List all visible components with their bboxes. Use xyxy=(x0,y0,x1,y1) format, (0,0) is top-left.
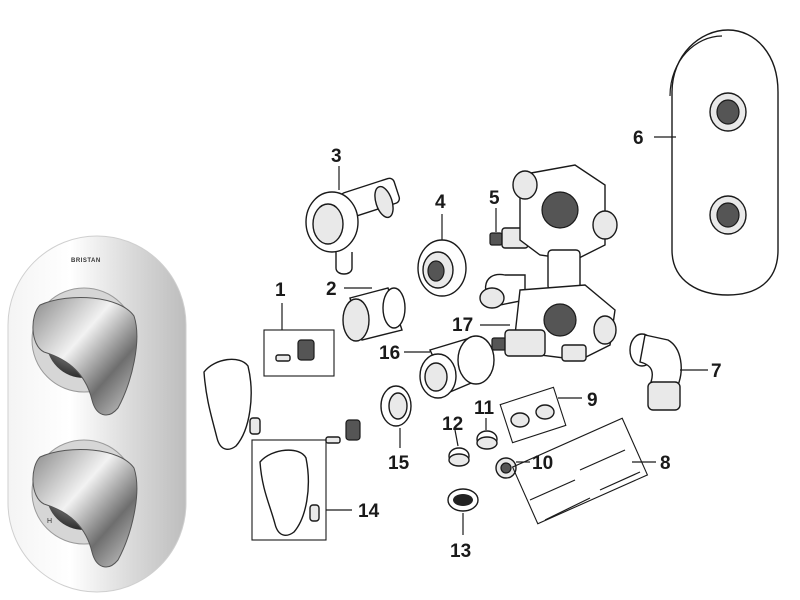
label-part-4: 4 xyxy=(435,192,446,213)
label-part-1: 1 xyxy=(275,280,286,301)
hot-mark: H xyxy=(47,518,52,525)
part-14-lever-kit xyxy=(251,439,352,541)
label-part-17: 17 xyxy=(452,315,473,336)
part-15-ring xyxy=(380,385,412,448)
lower-control-knob xyxy=(31,439,138,568)
upper-lever xyxy=(203,358,261,450)
label-part-15: 15 xyxy=(388,453,410,474)
product-photo: BRISTAN H xyxy=(7,235,187,593)
upper-control-knob xyxy=(31,287,138,416)
label-part-8: 8 xyxy=(660,453,671,474)
label-part-6: 6 xyxy=(633,128,644,149)
label-part-16: 16 xyxy=(379,343,400,364)
part-12-cap xyxy=(448,429,470,467)
part-1-screws xyxy=(263,303,335,377)
part-16-shroud xyxy=(404,335,495,399)
brand-logo: BRISTAN xyxy=(71,258,101,264)
part-7-elbow xyxy=(629,333,708,411)
part-9-washers xyxy=(499,386,582,444)
part-13-seal xyxy=(447,488,479,535)
label-part-14: 14 xyxy=(358,501,380,522)
screws xyxy=(325,419,361,444)
label-part-3: 3 xyxy=(331,146,342,167)
valve-body xyxy=(479,164,618,362)
label-part-7: 7 xyxy=(711,361,722,382)
label-part-12: 12 xyxy=(442,414,463,435)
label-part-10: 10 xyxy=(532,453,553,474)
part-17-cartridge xyxy=(480,324,546,357)
part-number-labels: 1 2 3 4 5 6 7 8 9 10 11 12 13 14 15 16 1… xyxy=(275,128,722,562)
part-11-cap xyxy=(476,418,498,450)
label-part-5: 5 xyxy=(489,188,500,209)
label-part-2: 2 xyxy=(326,279,337,300)
label-part-9: 9 xyxy=(587,390,598,411)
label-part-11: 11 xyxy=(474,398,495,419)
label-part-13: 13 xyxy=(450,541,471,562)
part-2-sleeve xyxy=(342,287,406,342)
part-8-fixings xyxy=(511,417,656,525)
part-3-outlet-elbow xyxy=(305,166,401,275)
part-6-faceplate xyxy=(654,29,779,296)
part-4-collar xyxy=(417,214,467,297)
